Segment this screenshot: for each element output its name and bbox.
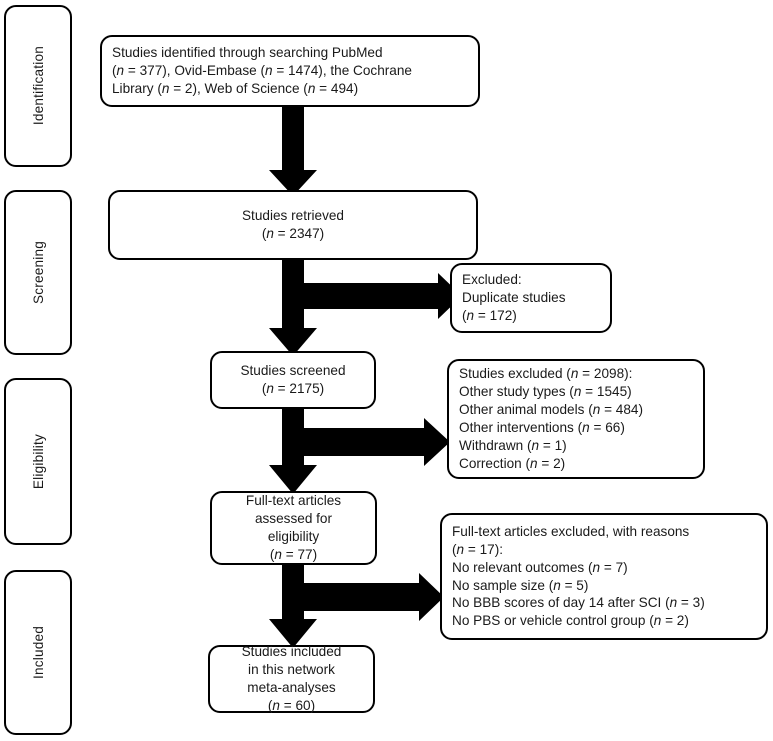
arrow-fulltext-branch [269,562,444,648]
stage-label-included: Included [4,570,72,735]
stage-label-eligibility: Eligibility [4,378,72,545]
stage-label-identification-text: Identification [30,46,46,126]
screening-excluded-box: Studies excluded (n = 2098): Other study… [447,359,705,479]
arrow-identified-to-retrieved [269,105,317,196]
arrow-screened-branch [269,406,450,494]
stage-label-eligibility-text: Eligibility [30,433,46,490]
arrow-retrieved-branch [269,258,462,356]
fulltext-assessed-text: Full-text articles assessed for eligibil… [245,493,342,562]
fulltext-assessed-box: Full-text articles assessed for eligibil… [210,491,377,565]
duplicates-excluded-text: Excluded: Duplicate studies (n = 172) [462,272,566,323]
stage-label-screening: Screening [4,190,72,355]
fulltext-excluded-box: Full-text articles excluded, with reason… [440,513,768,640]
studies-screened-text: Studies screened (n = 2175) [240,363,346,396]
screening-excluded-text: Studies excluded (n = 2098): Other study… [459,366,643,471]
studies-included-box: Studies included in this network meta-an… [208,644,375,713]
fulltext-excluded-text: Full-text articles excluded, with reason… [452,523,705,629]
stage-label-included-text: Included [30,626,46,679]
studies-retrieved-box: Studies retrieved (n = 2347) [108,190,478,260]
duplicates-excluded-box: Excluded: Duplicate studies (n = 172) [450,263,612,333]
studies-identified-box: Studies identified through searching Pub… [100,35,480,107]
studies-screened-box: Studies screened (n = 2175) [210,351,376,409]
studies-retrieved-text: Studies retrieved (n = 2347) [241,208,344,241]
studies-identified-text: Studies identified through searching Pub… [112,45,412,96]
stage-label-screening-text: Screening [30,240,46,304]
studies-included-text: Studies included in this network meta-an… [241,644,342,713]
stage-label-identification: Identification [4,5,72,167]
